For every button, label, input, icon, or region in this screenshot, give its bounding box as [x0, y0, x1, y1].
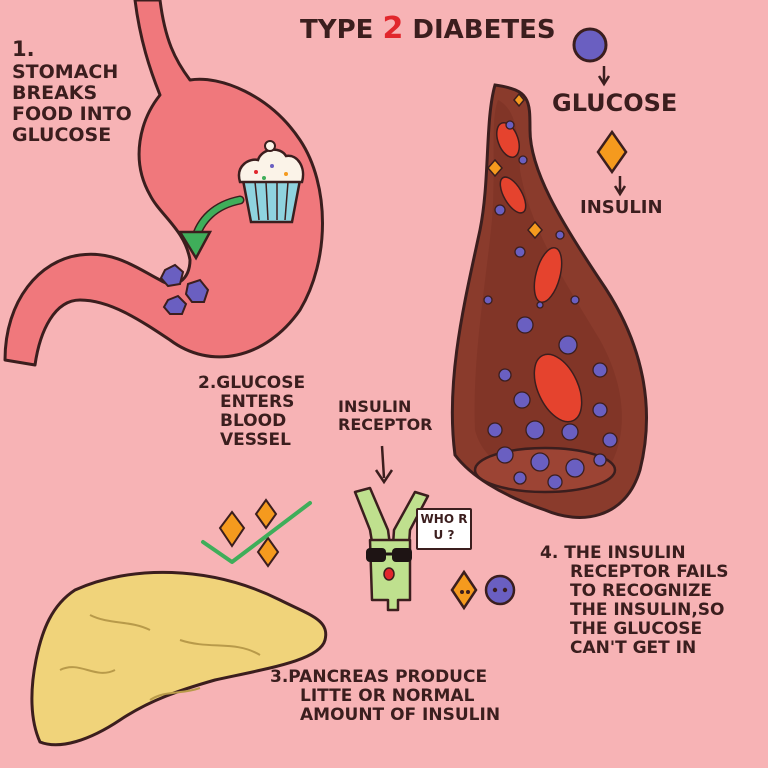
cupcake-icon: [237, 140, 305, 224]
speech-bubble: Who R U ?: [416, 508, 472, 550]
step-4-line: can't get in: [570, 638, 697, 659]
step-3-line: litte or normal: [300, 686, 475, 707]
legend-insulin-label: Insulin: [580, 197, 663, 218]
sunglasses-icon: [366, 548, 386, 562]
checkmark-icon: [201, 501, 312, 564]
step-3-line: amount of insulin: [300, 705, 501, 726]
digestion-arrow-icon: [177, 195, 245, 261]
step-1-line: breaks: [12, 81, 98, 104]
step-4-text: 4. The insulin receptor fails to recogni…: [540, 543, 729, 659]
step-4-line: to recognize: [570, 581, 713, 602]
legend-glucose-label: Glucose: [552, 89, 678, 117]
legend: [572, 27, 628, 197]
step-3-line: 3.Pancreas produce: [270, 667, 488, 687]
title-suffix: Diabetes: [412, 15, 556, 45]
step-1-number: 1.: [12, 37, 35, 61]
pancreas-illustration: [30, 570, 328, 747]
step-2-line: blood: [220, 411, 287, 432]
step-4-line: 4. The insulin: [540, 543, 686, 563]
blocked-molecules-group: [450, 569, 516, 611]
speech-bubble-line: U ?: [433, 527, 455, 542]
receptor-pointer-arrow-icon: [374, 445, 394, 485]
step-4-line: the glucose: [570, 619, 703, 640]
step-4-line: the insulin,so: [570, 600, 725, 621]
released-insulin-group: [201, 498, 312, 568]
step-2-line: 2.Glucose: [198, 373, 306, 393]
step-1-line: Stomach: [12, 60, 119, 83]
legend-insulin-icon: [596, 129, 628, 175]
legend-glucose-icon: [572, 27, 608, 63]
blood-vessel-illustration: [450, 83, 648, 519]
step-2-line: enters: [220, 392, 295, 413]
step-1-line: food into: [12, 103, 132, 126]
speech-bubble-line: Who R: [420, 512, 468, 526]
title-number: 2: [382, 11, 404, 46]
stomach-illustration: [3, 0, 324, 367]
step-2-text: 2.Glucose enters blood vessel: [198, 373, 306, 451]
step-3-text: 3.Pancreas produce litte or normal amoun…: [270, 667, 501, 726]
step-1-line: glucose: [12, 124, 112, 147]
stomach-glucose-group: [159, 263, 210, 315]
page-title: Type 2 Diabetes: [300, 12, 556, 46]
receptor-label-line: Receptor: [338, 414, 433, 434]
step-4-line: receptor fails: [570, 562, 729, 583]
receptor-label-line: Insulin: [338, 397, 412, 416]
step-2-line: vessel: [220, 430, 291, 451]
step-1-text: 1. Stomach breaks food into glucose: [12, 37, 132, 147]
receptor-label: Insulin Receptor: [338, 398, 432, 434]
title-prefix: Type: [300, 15, 374, 45]
